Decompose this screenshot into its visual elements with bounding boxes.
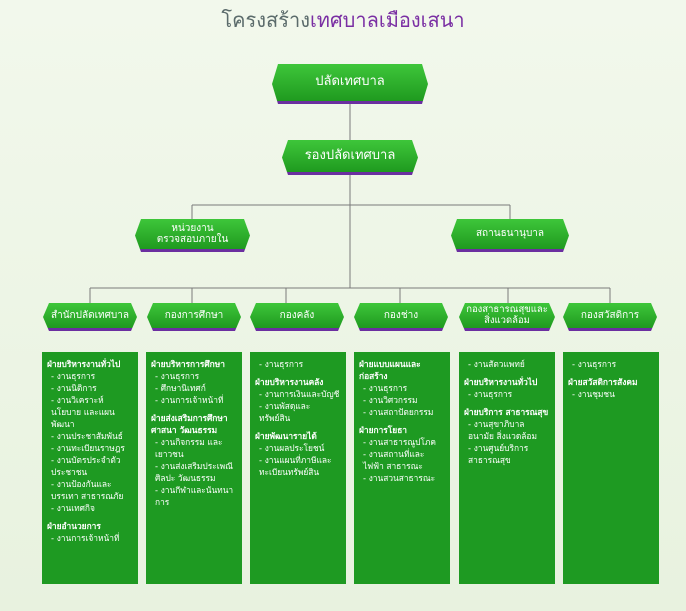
list-item: งานสาธารณูปโภค: [359, 436, 445, 448]
list-item: งานสัตวแพทย์: [464, 358, 550, 370]
list-item: งานกิจกรรม และเยาวชน: [151, 436, 237, 460]
panel-finance: งานธุรการฝ่ายบริหารงานคลังงานการเงินและบ…: [250, 352, 346, 584]
list-item: งานชุมชน: [568, 388, 654, 400]
list-item: งานนิติการ: [47, 382, 133, 394]
list-item: งานสถานที่และไฟฟ้า สาธารณะ: [359, 448, 445, 472]
list-item: งานบัตรประจำตัว ประชาชน: [47, 454, 133, 478]
department-welfare[interactable]: กองสวัสดิการ: [563, 303, 657, 331]
list-item: งานธุรการ: [568, 358, 654, 370]
list-item: งานเทศกิจ: [47, 502, 133, 514]
list-item: งานกีฬาและนันทนา การ: [151, 484, 237, 508]
section-heading: ฝ่ายบริหารการศึกษา: [151, 359, 225, 369]
list-item: งานการเงินและบัญชี: [255, 388, 341, 400]
list-item: งานส่งเสริมประเพณี ศิลปะ วัฒนธรรม: [151, 460, 237, 484]
panel-engineering: ฝ่ายแบบแผนและ ก่อสร้างงานธุรการงานวิศวกร…: [354, 352, 450, 584]
list-item: งานศูนย์บริการ สาธารณสุข: [464, 442, 550, 466]
list-item: งานธุรการ: [359, 382, 445, 394]
list-item: งานผลประโยชน์: [255, 442, 341, 454]
department-public-health[interactable]: กองสาธารณสุขและ สิ่งแวดล้อม: [459, 303, 555, 331]
section-heading: ฝ่ายแบบแผนและ ก่อสร้าง: [359, 359, 421, 381]
section-heading: ฝ่ายบริการ สาธารณสุข: [464, 407, 549, 417]
list-item: ศึกษานิเทศก์: [151, 382, 237, 394]
section-heading: ฝ่ายบริหารงานคลัง: [255, 377, 324, 387]
list-item: งานป้องกันและบรรเทา สาธารณภัย: [47, 478, 133, 502]
department-office-of-clerk[interactable]: สำนักปลัดเทศบาล: [43, 303, 137, 331]
section-heading: ฝ่ายบริหารงานทั่วไป: [47, 359, 121, 369]
page-title: โครงสร้างเทศบาลเมืองเสนา: [221, 8, 465, 32]
section-heading: ฝ่ายพัฒนารายได้: [255, 431, 317, 441]
department-education[interactable]: กองการศึกษา: [147, 303, 241, 331]
list-item: งานธุรการ: [151, 370, 237, 382]
list-item: งานประชาสัมพันธ์: [47, 430, 133, 442]
list-item: งานวิศวกรรม: [359, 394, 445, 406]
panel-education: ฝ่ายบริหารการศึกษางานธุรการศึกษานิเทศก์ง…: [146, 352, 242, 584]
section-heading: ฝ่ายส่งเสริมการศึกษา ศาสนา วัฒนธรรม: [151, 413, 228, 435]
list-item: งานการเจ้าหน้าที่: [151, 394, 237, 406]
section-heading: ฝ่ายการโยธา: [359, 425, 408, 435]
list-item: งานสถาปัตยกรรม: [359, 406, 445, 418]
node-health-station[interactable]: สถานธนานุบาล: [451, 219, 569, 252]
list-item: งานแผนที่ภาษีและ ทะเบียนทรัพย์สิน: [255, 454, 341, 478]
department-engineering[interactable]: กองช่าง: [354, 303, 448, 331]
list-item: งานการเจ้าหน้าที่: [47, 532, 133, 544]
node-mayor-clerk[interactable]: ปลัดเทศบาล: [272, 64, 428, 104]
section-heading: ฝ่ายสวัสดิการสังคม: [568, 377, 638, 387]
panel-office-of-clerk: ฝ่ายบริหารงานทั่วไปงานธุรการงานนิติการงา…: [42, 352, 138, 584]
list-item: งานทะเบียนราษฎร: [47, 442, 133, 454]
panel-public-health: งานสัตวแพทย์ฝ่ายบริหารงานทั่วไปงานธุรการ…: [459, 352, 555, 584]
list-item: งานพัสดุและทรัพย์สิน: [255, 400, 341, 424]
department-finance[interactable]: กองคลัง: [250, 303, 344, 331]
list-item: งานสุขาภิบาลอนามัย สิ่งแวดล้อม: [464, 418, 550, 442]
list-item: งานธุรการ: [47, 370, 133, 382]
node-deputy-clerk[interactable]: รองปลัดเทศบาล: [282, 140, 418, 175]
section-heading: ฝ่ายอำนวยการ: [47, 521, 101, 531]
list-item: งานธุรการ: [255, 358, 341, 370]
list-item: งานวิเคราะห์นโยบาย และแผนพัฒนา: [47, 394, 133, 430]
section-heading: ฝ่ายบริหารงานทั่วไป: [464, 377, 538, 387]
list-item: งานธุรการ: [464, 388, 550, 400]
node-internal-audit[interactable]: หน่วยงาน ตรวจสอบภายใน: [135, 219, 250, 252]
list-item: งานสวนสาธารณะ: [359, 472, 445, 484]
